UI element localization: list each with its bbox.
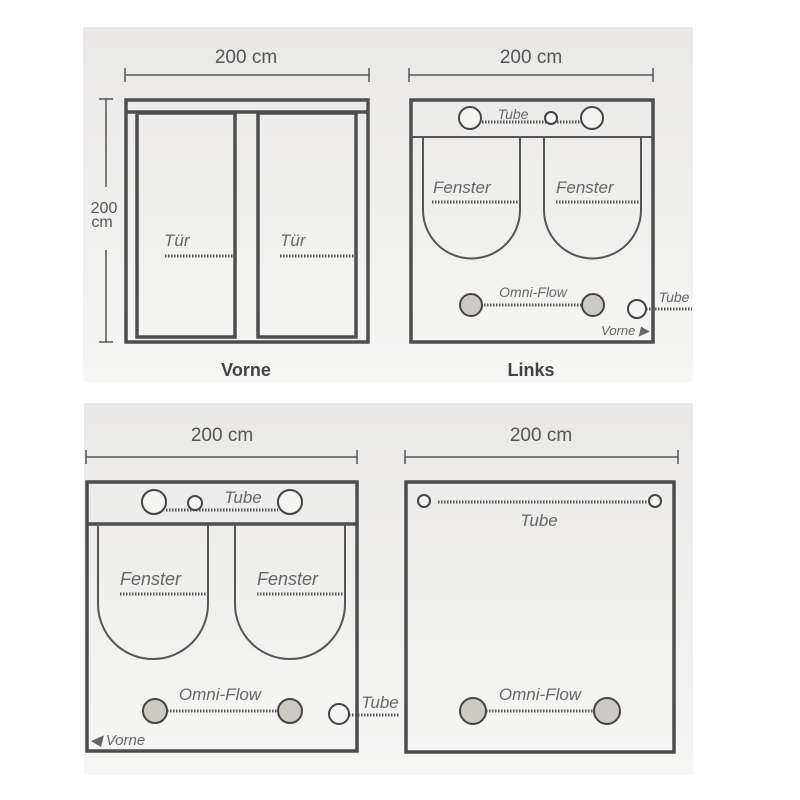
front-frame [124, 98, 370, 344]
door-left [135, 111, 237, 339]
tube-port-icon [141, 489, 167, 515]
left-title: Links [507, 360, 554, 380]
right-frame [404, 480, 676, 754]
back-width-label: 200 cm [191, 425, 253, 446]
back-side-tube-label: Tube [361, 693, 399, 712]
side-tube-port-icon [328, 703, 350, 725]
left-side-tube-label: Tube [659, 289, 690, 305]
right-tube-label: Tube [520, 511, 558, 530]
omni-flow-port-icon [142, 698, 168, 724]
side-tube-port-icon [627, 299, 647, 319]
back-view: 200 cm Tube Fenster Fenster Omni-Flow Tu… [85, 425, 400, 753]
left-width-dimension-line [408, 68, 654, 82]
front-width-dimension-line [124, 68, 370, 82]
right-omni-label: Omni-Flow [499, 685, 583, 704]
omni-flow-port-icon [459, 293, 483, 317]
right-width-dimension-line [404, 450, 679, 464]
door-label-right: Tür [280, 231, 307, 250]
window-right [234, 524, 346, 660]
door-right [256, 111, 358, 339]
back-window-label-2: Fenster [257, 569, 319, 589]
front-height-unit: cm [91, 214, 112, 231]
window-left [97, 524, 209, 660]
front-view: 200 cm 200 cm Tür Tür Vorne [91, 47, 370, 380]
right-width-label: 200 cm [510, 425, 572, 446]
back-omni-label: Omni-Flow [179, 685, 263, 704]
back-tube-label: Tube [224, 488, 262, 507]
tube-port-small-icon [648, 494, 662, 508]
tube-port-icon [277, 489, 303, 515]
left-window-label-1: Fenster [433, 178, 492, 197]
tube-port-icon [580, 106, 604, 130]
omni-flow-port-icon [593, 697, 621, 725]
bottom-panel-background [84, 403, 693, 775]
left-direction-label: Vorne ▶ [601, 323, 650, 338]
right-view: 200 cm Tube Omni-Flow [404, 425, 679, 754]
front-height-value: 200 [91, 200, 118, 217]
omni-flow-port-icon [581, 293, 605, 317]
omni-flow-port-icon [459, 697, 487, 725]
tube-port-small-icon [187, 495, 203, 511]
back-width-dimension-line [85, 450, 358, 464]
left-omni-label: Omni-Flow [499, 284, 568, 300]
tube-port-small-icon [544, 111, 558, 125]
door-label-left: Tür [164, 231, 191, 250]
left-tube-label: Tube [498, 106, 529, 122]
back-direction-label: ◀ Vorne [90, 732, 145, 749]
back-window-label-1: Fenster [120, 569, 182, 589]
omni-flow-port-icon [277, 698, 303, 724]
front-title: Vorne [221, 360, 271, 380]
window-right [543, 137, 642, 260]
top-panel-background [83, 27, 693, 382]
left-width-label: 200 cm [500, 47, 562, 68]
front-height-dimension-line [99, 98, 113, 343]
back-frame [85, 480, 359, 753]
left-view: 200 cm Tube Fenster Fenster Omni-Flow Tu… [408, 47, 692, 380]
tube-port-icon [458, 106, 482, 130]
tube-port-small-icon [417, 494, 431, 508]
front-width-label: 200 cm [215, 47, 277, 68]
left-window-label-2: Fenster [556, 178, 615, 197]
left-frame [409, 98, 655, 344]
window-left [422, 137, 521, 260]
